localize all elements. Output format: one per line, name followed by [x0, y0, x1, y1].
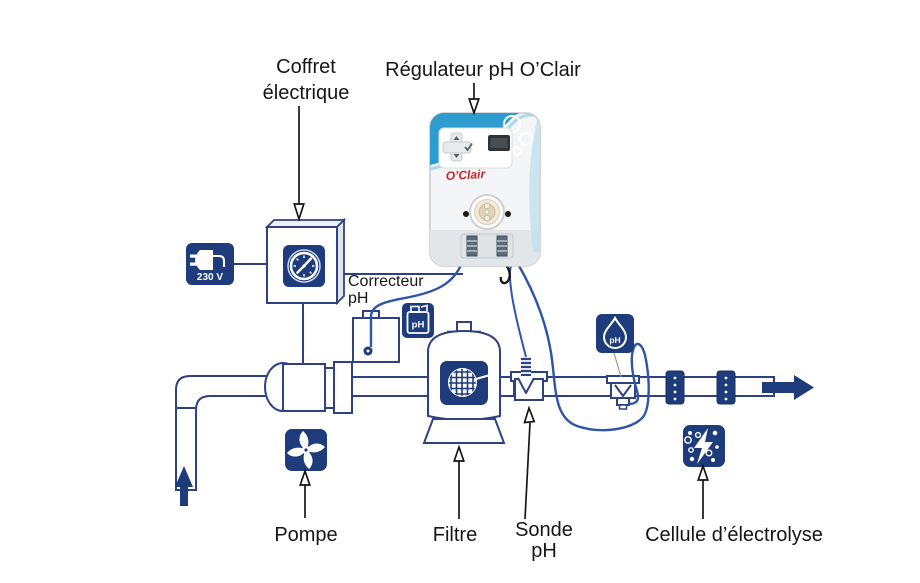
correcteur-label-line1: Correcteur	[348, 273, 424, 290]
filter-tank	[422, 321, 506, 444]
electrical-box	[264, 217, 347, 306]
correcteur-ph-label: Correcteur pH	[348, 273, 424, 308]
cellule-electrolyse-label: Cellule d’électrolyse	[645, 524, 823, 546]
up-arrow-button	[453, 136, 460, 140]
sonde-label-line2: pH	[531, 540, 557, 562]
ph-jug-label: pH	[412, 320, 425, 331]
droplet-link-line	[613, 352, 622, 378]
filtre-label: Filtre	[432, 524, 478, 546]
ph-regulator-device: O’Clair	[429, 112, 541, 267]
device-hose-fittings	[460, 233, 514, 259]
peristaltic-pump-head	[463, 194, 511, 230]
coffret-label-line2: électrique	[262, 82, 350, 104]
electrolysis-icon	[683, 425, 725, 467]
injection-tube	[516, 263, 650, 432]
outlet-flow-arrow	[762, 375, 814, 400]
clock-icon	[283, 245, 325, 287]
sonde-ph-label: Sonde pH	[494, 520, 594, 562]
suction-tube	[369, 264, 463, 347]
coffret-electrique-label: Coffret électrique	[230, 54, 382, 106]
ph-jug-icon: pH	[402, 303, 434, 338]
fan-icon	[285, 429, 327, 471]
inlet-flow-arrow	[175, 466, 193, 506]
annotation-arrows	[293, 83, 709, 520]
pompe-label: Pompe	[274, 524, 338, 546]
correcteur-canister	[352, 310, 400, 363]
cell-flanges	[665, 370, 736, 405]
ph-droplet-icon: pH	[596, 314, 634, 353]
probe-cable	[508, 265, 527, 358]
down-arrow-button	[453, 154, 460, 158]
ok-check-button	[464, 142, 473, 152]
plug-icon	[190, 250, 225, 270]
sieve-icon	[440, 361, 491, 405]
regulateur-label: Régulateur pH O’Clair	[385, 59, 581, 81]
device-brand-logo: O’Clair	[445, 167, 486, 183]
voltage-badge: 230 V	[186, 243, 234, 285]
voltage-badge-label: 230 V	[197, 272, 223, 283]
ph-probe-fitting	[510, 357, 548, 401]
coffret-label-line1: Coffret	[276, 56, 336, 78]
electrolysis-cell-pipe	[682, 376, 720, 397]
sonde-label-line1: Sonde	[515, 519, 573, 541]
power-wiring	[234, 263, 463, 364]
device-control-panel	[438, 127, 513, 169]
suction-foot-dot	[366, 349, 370, 353]
injection-valve	[606, 375, 640, 410]
inlet-elbow-pipe	[175, 375, 271, 491]
ph-droplet-label: pH	[609, 335, 620, 345]
correcteur-label-line2: pH	[348, 289, 369, 307]
pump-body	[264, 361, 353, 414]
